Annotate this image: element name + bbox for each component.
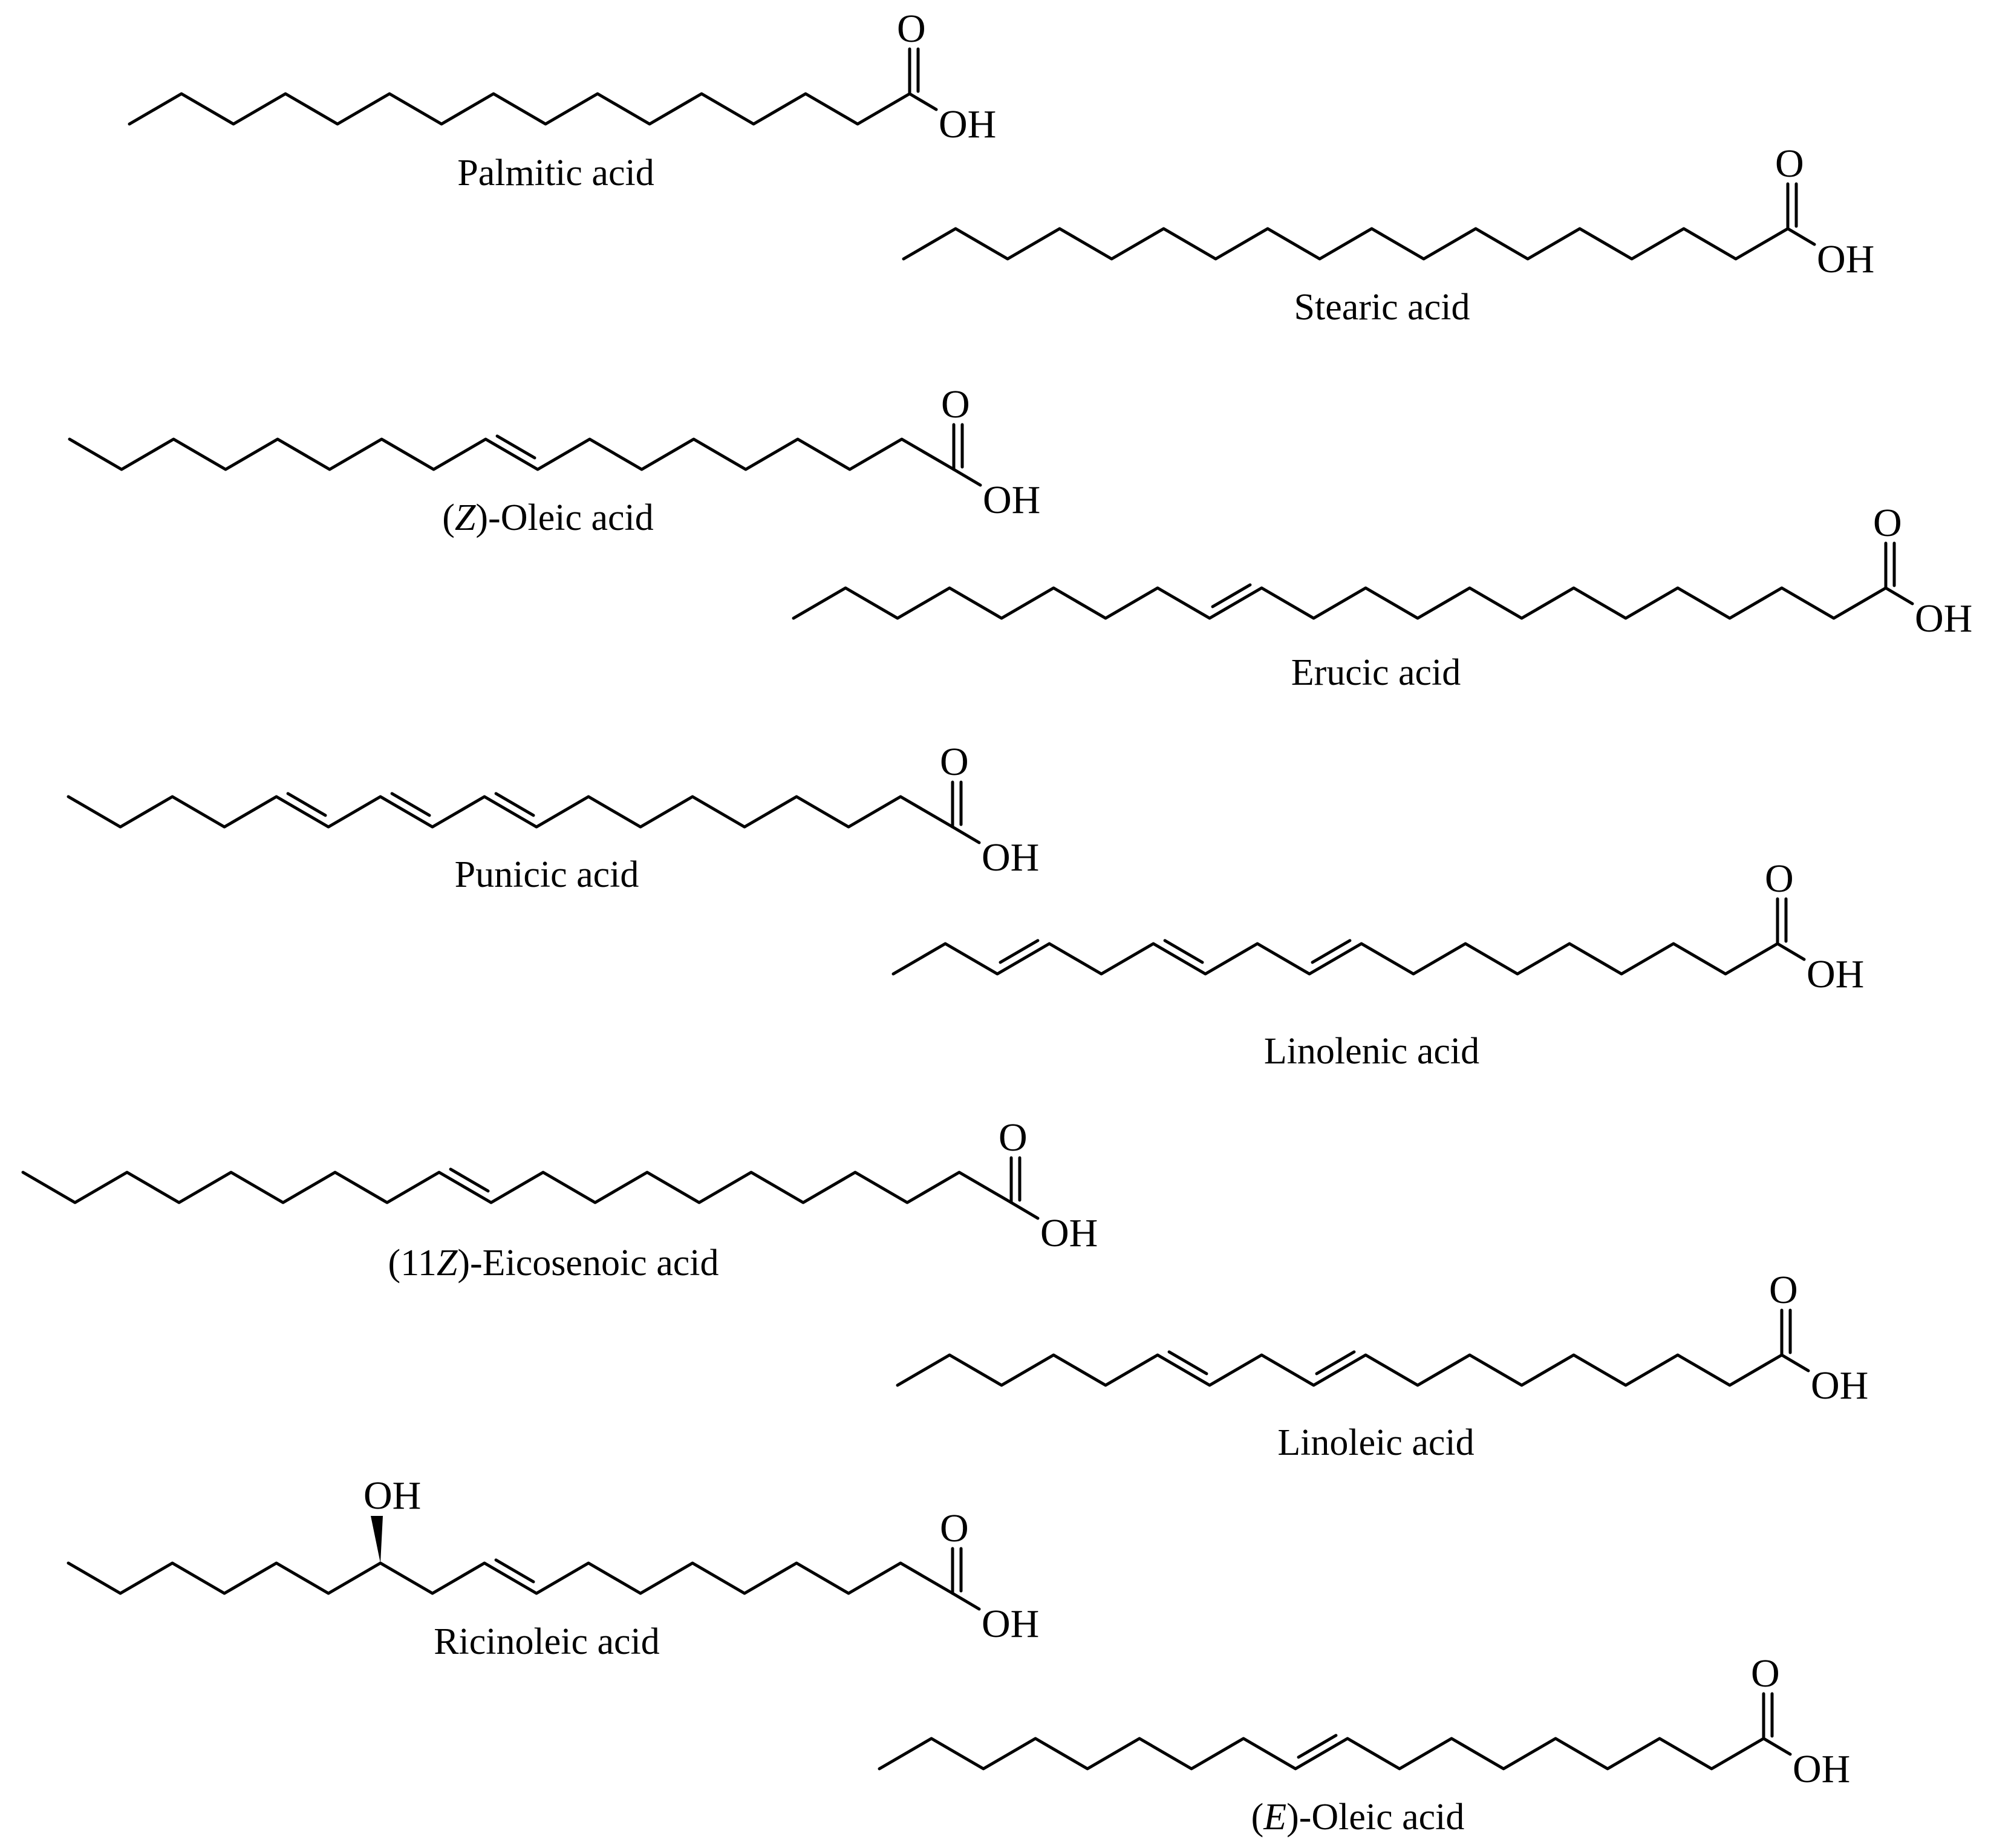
double-bond-Z-9	[495, 434, 536, 460]
compound-name-label: Palmitic acid	[457, 152, 654, 194]
carbon-chain	[67, 1561, 954, 1595]
carbon-chain	[878, 1737, 1765, 1771]
compound-eicosenoic: O OH (11Z)-Eicosenoic acid	[21, 1115, 1098, 1284]
compound-name-label: Ricinoleic acid	[434, 1621, 660, 1662]
double-bond-Z-9	[1311, 939, 1352, 964]
double-bond-E-9	[1297, 1734, 1338, 1759]
acid-hydroxyl-bond	[951, 1592, 981, 1611]
carbonyl-oxygen-label: O	[999, 1115, 1028, 1160]
double-bond-Z-12	[1163, 939, 1204, 964]
acid-hydroxyl-label: OH	[1915, 596, 1972, 641]
compound-stearic: O OH Stearic acid	[902, 142, 1874, 328]
compound-name-label: (E)-Oleic acid	[1251, 1797, 1465, 1838]
compound-name-label: Stearic acid	[1294, 287, 1470, 328]
carbonyl-oxygen-label: O	[1775, 142, 1804, 186]
carbon-chain	[891, 942, 1779, 976]
compound-linolenic: O OH Linolenic acid	[891, 857, 1864, 1072]
double-bond-Z-9	[494, 1558, 535, 1584]
acid-hydroxyl-label: OH	[983, 478, 1040, 522]
acid-hydroxyl-label: OH	[1040, 1211, 1098, 1255]
carbonyl-oxygen-label: O	[1765, 857, 1794, 901]
acid-hydroxyl-bond	[951, 825, 981, 844]
carbonyl-oxygen-label: O	[897, 7, 926, 51]
acid-hydroxyl-bond	[908, 92, 938, 111]
carbon-chain	[68, 437, 956, 471]
acid-hydroxyl-label: OH	[1811, 1363, 1868, 1408]
compound-ricinoleic: O OH OH Ricinoleic acid	[67, 1474, 1039, 1662]
acid-hydroxyl-bond	[1009, 1201, 1040, 1220]
acid-hydroxyl-label: OH	[982, 1602, 1039, 1646]
carbonyl-oxygen-label: O	[941, 382, 970, 426]
double-bond-Z-13	[286, 792, 327, 817]
carbon-chain	[21, 1171, 1013, 1204]
compound-name-label: Punicic acid	[455, 854, 639, 895]
carbonyl-oxygen-label: O	[1769, 1268, 1798, 1312]
acid-hydroxyl-bond	[1776, 942, 1806, 961]
compound-name-label: Erucic acid	[1291, 652, 1461, 693]
acid-hydroxyl-label: OH	[939, 102, 996, 146]
acid-hydroxyl-bond	[1762, 1737, 1792, 1756]
compound-e-oleic: O OH (E)-Oleic acid	[878, 1651, 1850, 1838]
carbon-chain	[67, 795, 954, 829]
double-bond-E-11	[390, 792, 431, 817]
acid-hydroxyl-label: OH	[1793, 1747, 1850, 1791]
double-bond-Z-13	[1211, 583, 1252, 609]
compound-name-label: (11Z)-Eicosenoic acid	[388, 1242, 719, 1284]
compound-linoleic: O OH Linoleic acid	[896, 1268, 1868, 1463]
carbon-chain	[902, 227, 1790, 261]
carbonyl-oxygen-label: O	[1873, 501, 1902, 545]
acid-hydroxyl-bond	[1884, 586, 1914, 606]
acid-hydroxyl-bond	[952, 468, 982, 487]
compound-palmitic: O OH Palmitic acid	[128, 7, 996, 194]
carbon-chain	[128, 92, 911, 126]
acid-hydroxyl-bond	[1780, 1353, 1810, 1373]
acid-hydroxyl-bond	[1786, 227, 1816, 246]
double-bond-Z-15	[999, 939, 1040, 964]
acid-hydroxyl-label: OH	[982, 835, 1039, 880]
stereo-wedge-bond	[371, 1516, 383, 1563]
carbon-chain	[896, 1353, 1784, 1387]
compound-name-label: (Z)-Oleic acid	[442, 497, 653, 538]
carbon-chain	[792, 586, 1888, 620]
carbonyl-oxygen-label: O	[940, 740, 969, 784]
compound-name-label: Linolenic acid	[1264, 1031, 1479, 1072]
double-bond-Z-11	[449, 1167, 490, 1193]
compound-erucic: O OH Erucic acid	[792, 501, 1972, 693]
double-bond-Z-9	[1315, 1350, 1356, 1376]
carbonyl-oxygen-label: O	[940, 1506, 969, 1550]
compound-name-label: Linoleic acid	[1277, 1422, 1474, 1463]
acid-hydroxyl-label: OH	[1807, 952, 1864, 996]
double-bond-Z-12	[1167, 1350, 1208, 1376]
double-bond-Z-9	[494, 792, 535, 817]
acid-hydroxyl-label: OH	[1817, 237, 1874, 281]
carbonyl-oxygen-label: O	[1751, 1651, 1780, 1696]
compound-punicic: O OH Punicic acid	[67, 740, 1039, 895]
compound-z-oleic: O OH (Z)-Oleic acid	[68, 382, 1040, 538]
substituent-hydroxyl-label: OH	[363, 1474, 421, 1518]
